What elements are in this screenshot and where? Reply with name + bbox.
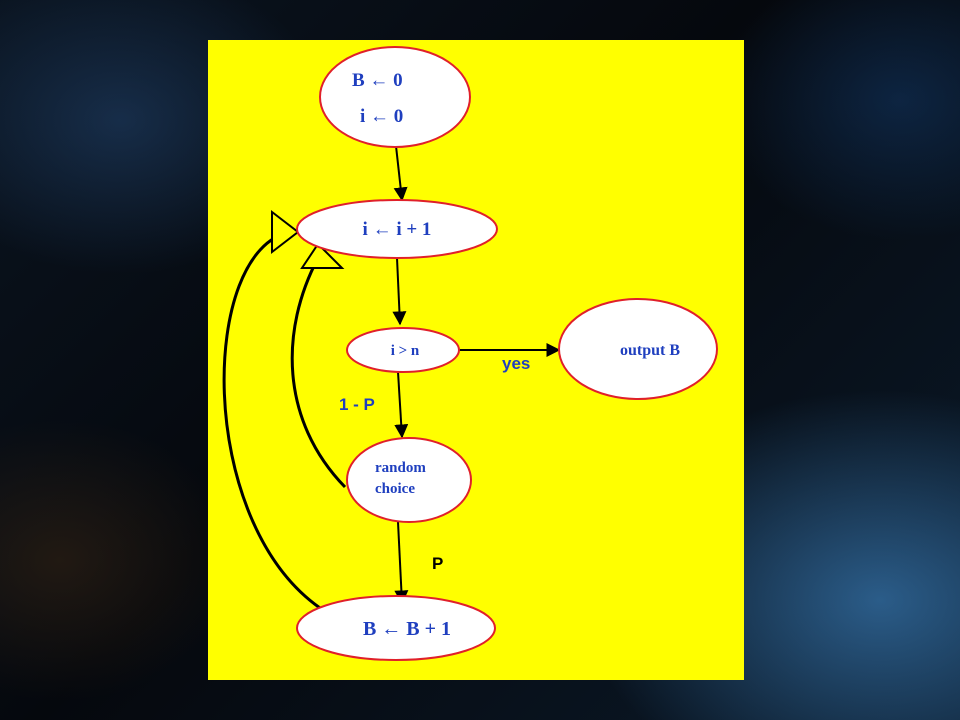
edge-increment-to-test: [392, 257, 407, 326]
node-init: B ← 0 i ← 0: [319, 46, 471, 148]
feedback-arrowhead-inner: [300, 242, 345, 269]
node-random-choice-line2: choice: [375, 481, 415, 497]
edge-choice-to-increment: [290, 257, 347, 489]
node-init-line1: B ← 0: [352, 70, 403, 91]
node-increment-b: B ← B + 1: [296, 595, 496, 661]
node-output-label: output B: [620, 342, 680, 359]
node-increment-b-label: B ← B + 1: [363, 618, 451, 640]
node-random-choice: random choice: [346, 437, 472, 523]
edge-init-to-increment: [393, 145, 408, 202]
edge-test-to-choice: [394, 371, 409, 439]
edge-increment-b-to-increment: [222, 230, 321, 610]
edge-label-one-minus-p: 1 - P: [339, 395, 375, 414]
edge-label-yes: yes: [502, 354, 530, 373]
node-increment-i: i ← i + 1: [296, 199, 498, 259]
edge-choice-to-increment-b: [394, 521, 409, 605]
node-init-line2: i ← 0: [360, 106, 403, 127]
node-output: output B: [558, 298, 718, 400]
edge-label-p: P: [432, 554, 443, 573]
node-increment-i-label: i ← i + 1: [363, 219, 432, 240]
node-test: i > n: [346, 327, 460, 373]
node-test-label: i > n: [391, 343, 420, 359]
feedback-arrowhead-outer: [271, 209, 300, 255]
node-random-choice-line1: random: [375, 460, 426, 476]
